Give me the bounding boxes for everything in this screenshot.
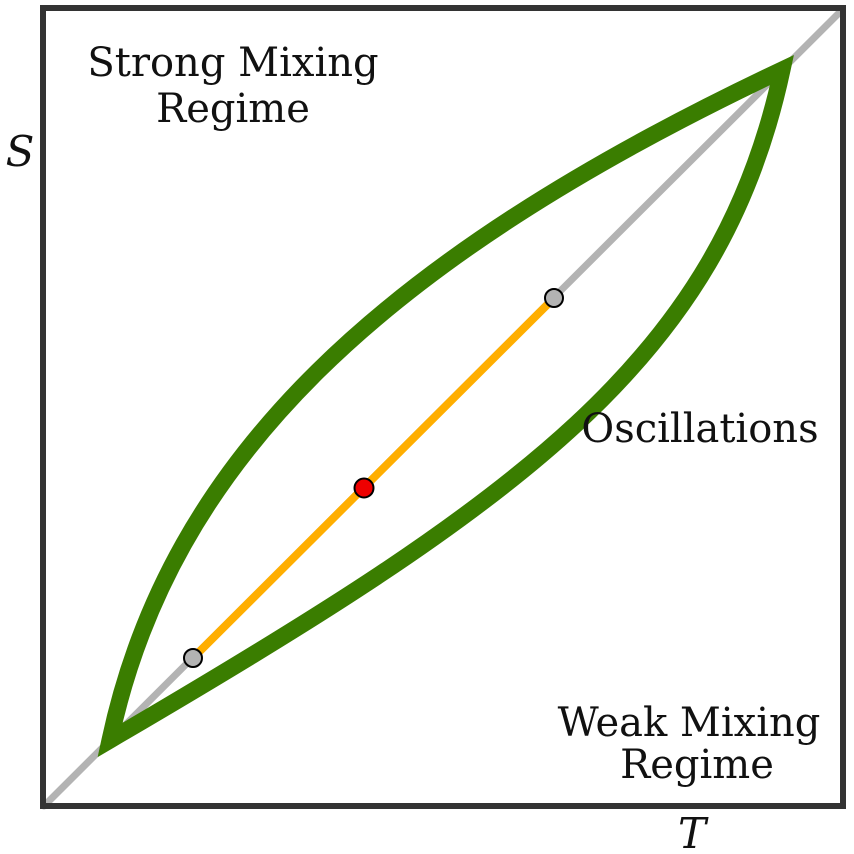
segment-center-point <box>353 477 375 499</box>
strong-mixing-label-line1: Strong Mixing <box>87 40 378 86</box>
segment-endpoint-lower <box>183 648 203 668</box>
oscillations-label: Oscillations <box>581 406 818 452</box>
segment-endpoint-upper <box>544 288 564 308</box>
weak-mixing-label-line1: Weak Mixing <box>558 700 821 746</box>
y-axis-label: S <box>6 127 35 176</box>
oscillation-boundary <box>97 54 794 758</box>
x-axis-label: T <box>678 809 709 854</box>
weak-mixing-label-line2: Regime <box>620 742 774 788</box>
plot-frame <box>40 5 846 809</box>
strong-mixing-label-line2: Regime <box>156 86 310 132</box>
orange-segment <box>189 294 558 662</box>
